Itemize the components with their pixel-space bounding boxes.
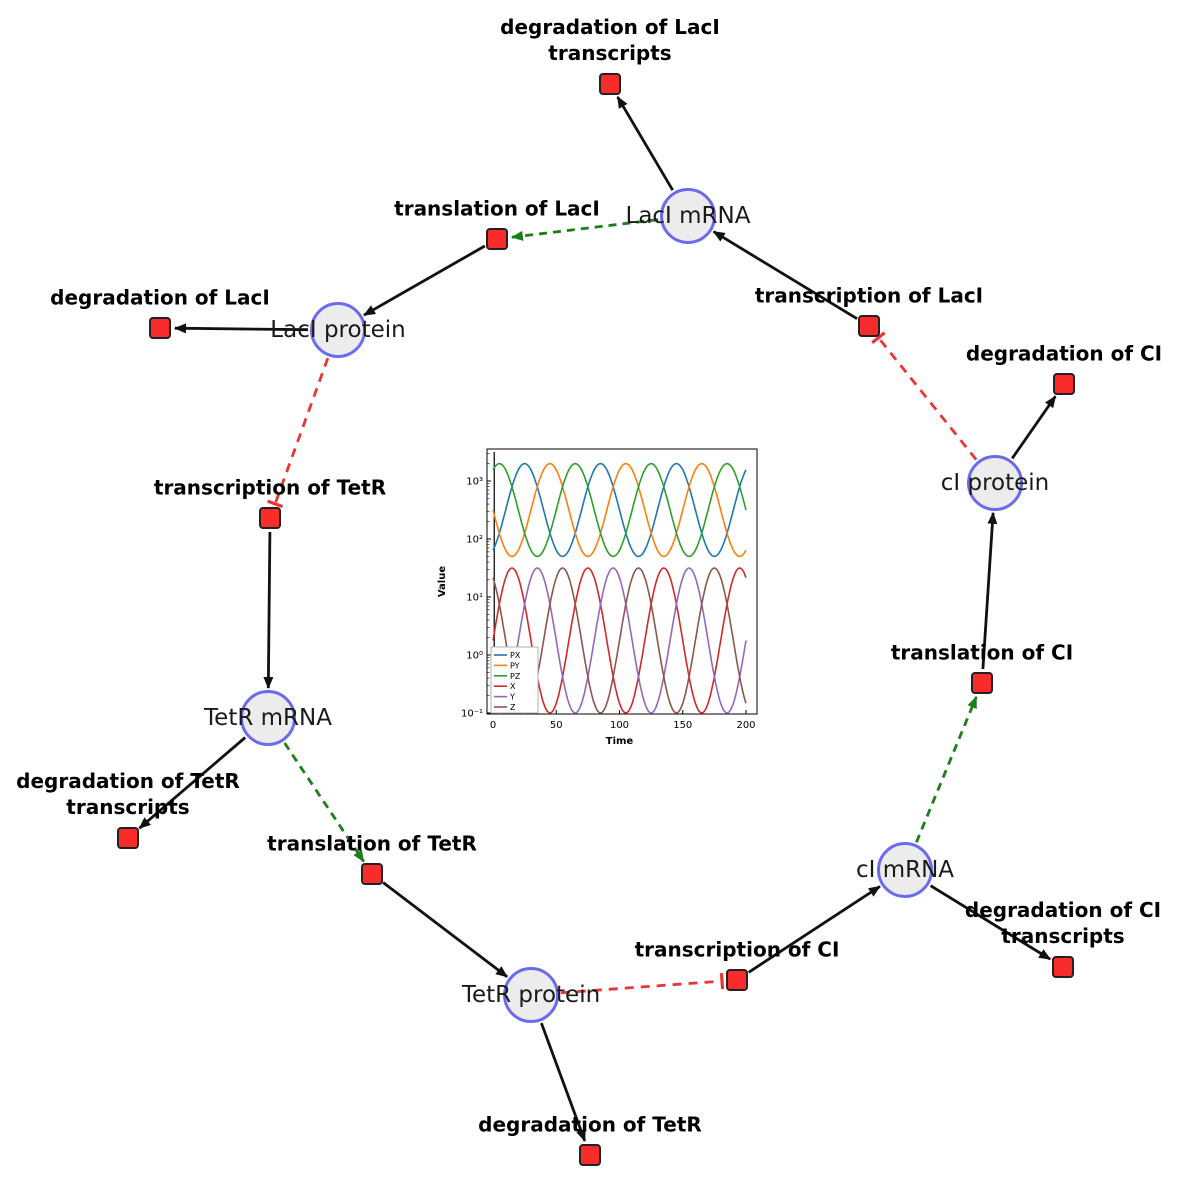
legend-label-Y: Y: [509, 693, 515, 702]
reaction-node-deg_tetr_tx: [117, 827, 139, 849]
species-node-tetr_mrna: [240, 690, 296, 746]
y-tick-label: 10⁰: [466, 651, 483, 662]
edge-consumption-ci_protein-deg_ci: [1011, 395, 1057, 460]
edge-modifier-tetr_mrna-tl_tetr: [283, 742, 365, 863]
y-tick-label: 10³: [466, 477, 483, 488]
species-label-laci_mrna: LacI mRNA: [625, 203, 751, 229]
edge-consumption-tetr_mrna-deg_tetr_tx: [138, 736, 247, 830]
reaction-label-deg_tetr: degradation of TetR: [478, 1112, 702, 1137]
species-label-tetr_mrna: TetR mRNA: [204, 705, 332, 731]
reaction-node-tx_tetr: [259, 507, 281, 529]
edge-production-tx_tetr-tetr_mrna: [263, 531, 274, 689]
reaction-node-deg_tetr: [579, 1144, 601, 1166]
edge-modifier-laci_mrna-tl_laci: [510, 218, 659, 241]
edge-inhibition-tetr_protein-tx_ci: [560, 973, 725, 995]
series-line-PX: [492, 462, 747, 558]
series-line-PZ: [492, 462, 747, 558]
legend-label-PY: PY: [510, 661, 520, 670]
edge-consumption-laci_mrna-deg_laci_tx: [616, 96, 674, 191]
edge-production-tx_laci-laci_mrna: [712, 230, 858, 320]
species-node-laci_protein: [310, 302, 366, 358]
reaction-label-tl_tetr: translation of TetR: [267, 831, 477, 856]
legend-label-X: X: [510, 682, 516, 691]
reaction-node-tl_laci: [486, 228, 508, 250]
x-axis-label: Time: [606, 736, 634, 747]
reaction-label-tx_tetr: transcription of TetR: [153, 475, 387, 500]
reaction-label-deg_ci_tx: degradation of CI transcripts: [964, 898, 1162, 949]
y-tick-label: 10¹: [466, 593, 483, 604]
species-label-tetr_protein: TetR protein: [461, 982, 601, 1008]
edge-production-tl_laci-laci_protein: [363, 244, 486, 317]
edge-inhibition-ci_protein-tx_laci: [871, 331, 978, 461]
edge-consumption-laci_protein-deg_laci: [174, 323, 309, 334]
reaction-label-tx_ci: transcription of CI: [634, 937, 840, 962]
x-tick-label: 100: [610, 720, 629, 731]
x-tick-label: 200: [736, 720, 755, 731]
y-axis-label: Value: [437, 566, 448, 597]
x-tick-label: 50: [550, 720, 563, 731]
reaction-label-deg_laci: degradation of LacI: [50, 285, 270, 310]
species-node-laci_mrna: [660, 188, 716, 244]
species-node-ci_protein: [967, 455, 1023, 511]
species-label-laci_protein: LacI protein: [270, 317, 406, 343]
edge-production-tx_ci-ci_mrna: [747, 885, 881, 974]
y-tick-label: 10⁻¹: [461, 709, 483, 720]
species-label-ci_protein: cI protein: [940, 470, 1050, 496]
reaction-node-deg_ci: [1053, 373, 1075, 395]
x-tick-label: 150: [673, 720, 692, 731]
edge-inhibition-laci_protein-tx_tetr: [267, 357, 330, 509]
species-node-tetr_protein: [503, 967, 559, 1023]
reaction-label-deg_tetr_tx: degradation of TetR transcripts: [16, 769, 240, 820]
reaction-node-deg_ci_tx: [1052, 956, 1074, 978]
species-node-ci_mrna: [877, 842, 933, 898]
edge-production-tl_tetr-tetr_protein: [382, 881, 508, 978]
reaction-node-deg_laci_tx: [599, 73, 621, 95]
reaction-label-tl_ci: translation of CI: [890, 640, 1074, 665]
legend-label-PX: PX: [510, 651, 521, 660]
reaction-label-deg_laci_tx: degradation of LacI transcripts: [500, 15, 720, 66]
reaction-node-tl_ci: [971, 672, 993, 694]
chart-legend-box: [490, 646, 539, 714]
edge-consumption-ci_mrna-deg_ci_tx: [929, 884, 1052, 961]
series-line-Y: [492, 567, 747, 714]
edge-production-tl_ci-ci_protein: [981, 511, 998, 670]
reaction-label-tx_laci: transcription of LacI: [754, 283, 984, 308]
reaction-node-tl_tetr: [361, 863, 383, 885]
y-tick-label: 10²: [466, 535, 483, 546]
reaction-label-deg_ci: degradation of CI: [965, 341, 1163, 366]
reaction-node-tx_laci: [858, 315, 880, 337]
reaction-label-tl_laci: translation of LacI: [394, 196, 600, 221]
series-line-PY: [492, 462, 747, 558]
x-tick-label: 0: [490, 720, 496, 731]
reaction-node-tx_ci: [726, 969, 748, 991]
legend-label-PZ: PZ: [510, 672, 521, 681]
species-label-ci_mrna: cI mRNA: [855, 857, 955, 883]
reaction-node-deg_laci: [149, 317, 171, 339]
edge-modifier-ci_mrna-tl_ci: [915, 695, 978, 843]
legend-label-Z: Z: [510, 703, 516, 712]
edge-consumption-tetr_protein-deg_tetr: [540, 1022, 587, 1142]
